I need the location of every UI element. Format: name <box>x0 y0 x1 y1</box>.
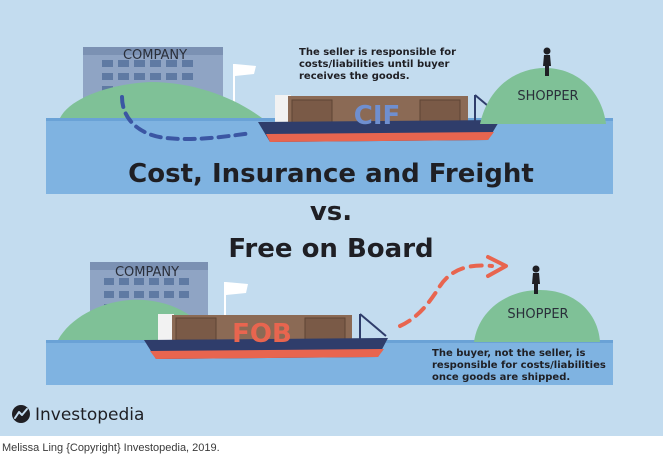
fob-responsibility-note: The buyer, not the seller, is responsibl… <box>432 348 606 383</box>
fob-shopper-person-icon <box>532 265 540 294</box>
fob-note-line-3: once goods are shipped. <box>432 372 570 383</box>
title-line-3: Free on Board <box>228 234 433 264</box>
cif-note-line-2: costs/liabilities until buyer <box>299 59 450 70</box>
cif-cargo-label: CIF <box>354 101 401 131</box>
fob-shopper-label: SHOPPER <box>507 307 568 322</box>
cif-scene: COMPANY CIF SHOPP <box>46 47 613 194</box>
cif-company-hill <box>60 82 262 118</box>
cif-dashed-route <box>120 95 254 142</box>
fob-dashed-route <box>398 263 494 328</box>
fob-cargo-ship <box>144 313 388 359</box>
fob-cargo-label: FOB <box>232 319 292 349</box>
fob-company-label: COMPANY <box>115 265 179 280</box>
cif-shopper-label: SHOPPER <box>517 89 578 104</box>
cif-vs-fob-illustration: COMPANY CIF SHOPP <box>0 0 663 436</box>
cif-note-line-1: The seller is responsible for <box>299 47 456 58</box>
cif-shopper-person-icon <box>543 47 551 76</box>
cif-cargo-ship <box>258 94 501 142</box>
image-caption: Melissa Ling {Copyright} Investopedia, 2… <box>2 442 220 454</box>
cif-company-label: COMPANY <box>123 48 187 63</box>
fob-arrow-head-icon <box>486 255 508 278</box>
cif-responsibility-note: The seller is responsible for costs/liab… <box>299 47 456 82</box>
brand-name: Investopedia <box>35 405 144 425</box>
cif-note-line-3: receives the goods. <box>299 71 410 82</box>
title-line-1: Cost, Insurance and Freight <box>128 159 534 189</box>
cif-shopper-hill <box>480 68 606 124</box>
investopedia-logo-icon <box>12 405 30 423</box>
title-line-2: vs. <box>310 197 352 227</box>
fob-scene: COMPANY FOB <box>46 255 613 385</box>
fob-shopper-hill <box>474 290 600 342</box>
fob-note-line-2: responsible for costs/liabilities <box>432 360 606 371</box>
investopedia-logo: Investopedia <box>12 405 144 425</box>
fob-note-line-1: The buyer, not the seller, is <box>432 348 585 359</box>
